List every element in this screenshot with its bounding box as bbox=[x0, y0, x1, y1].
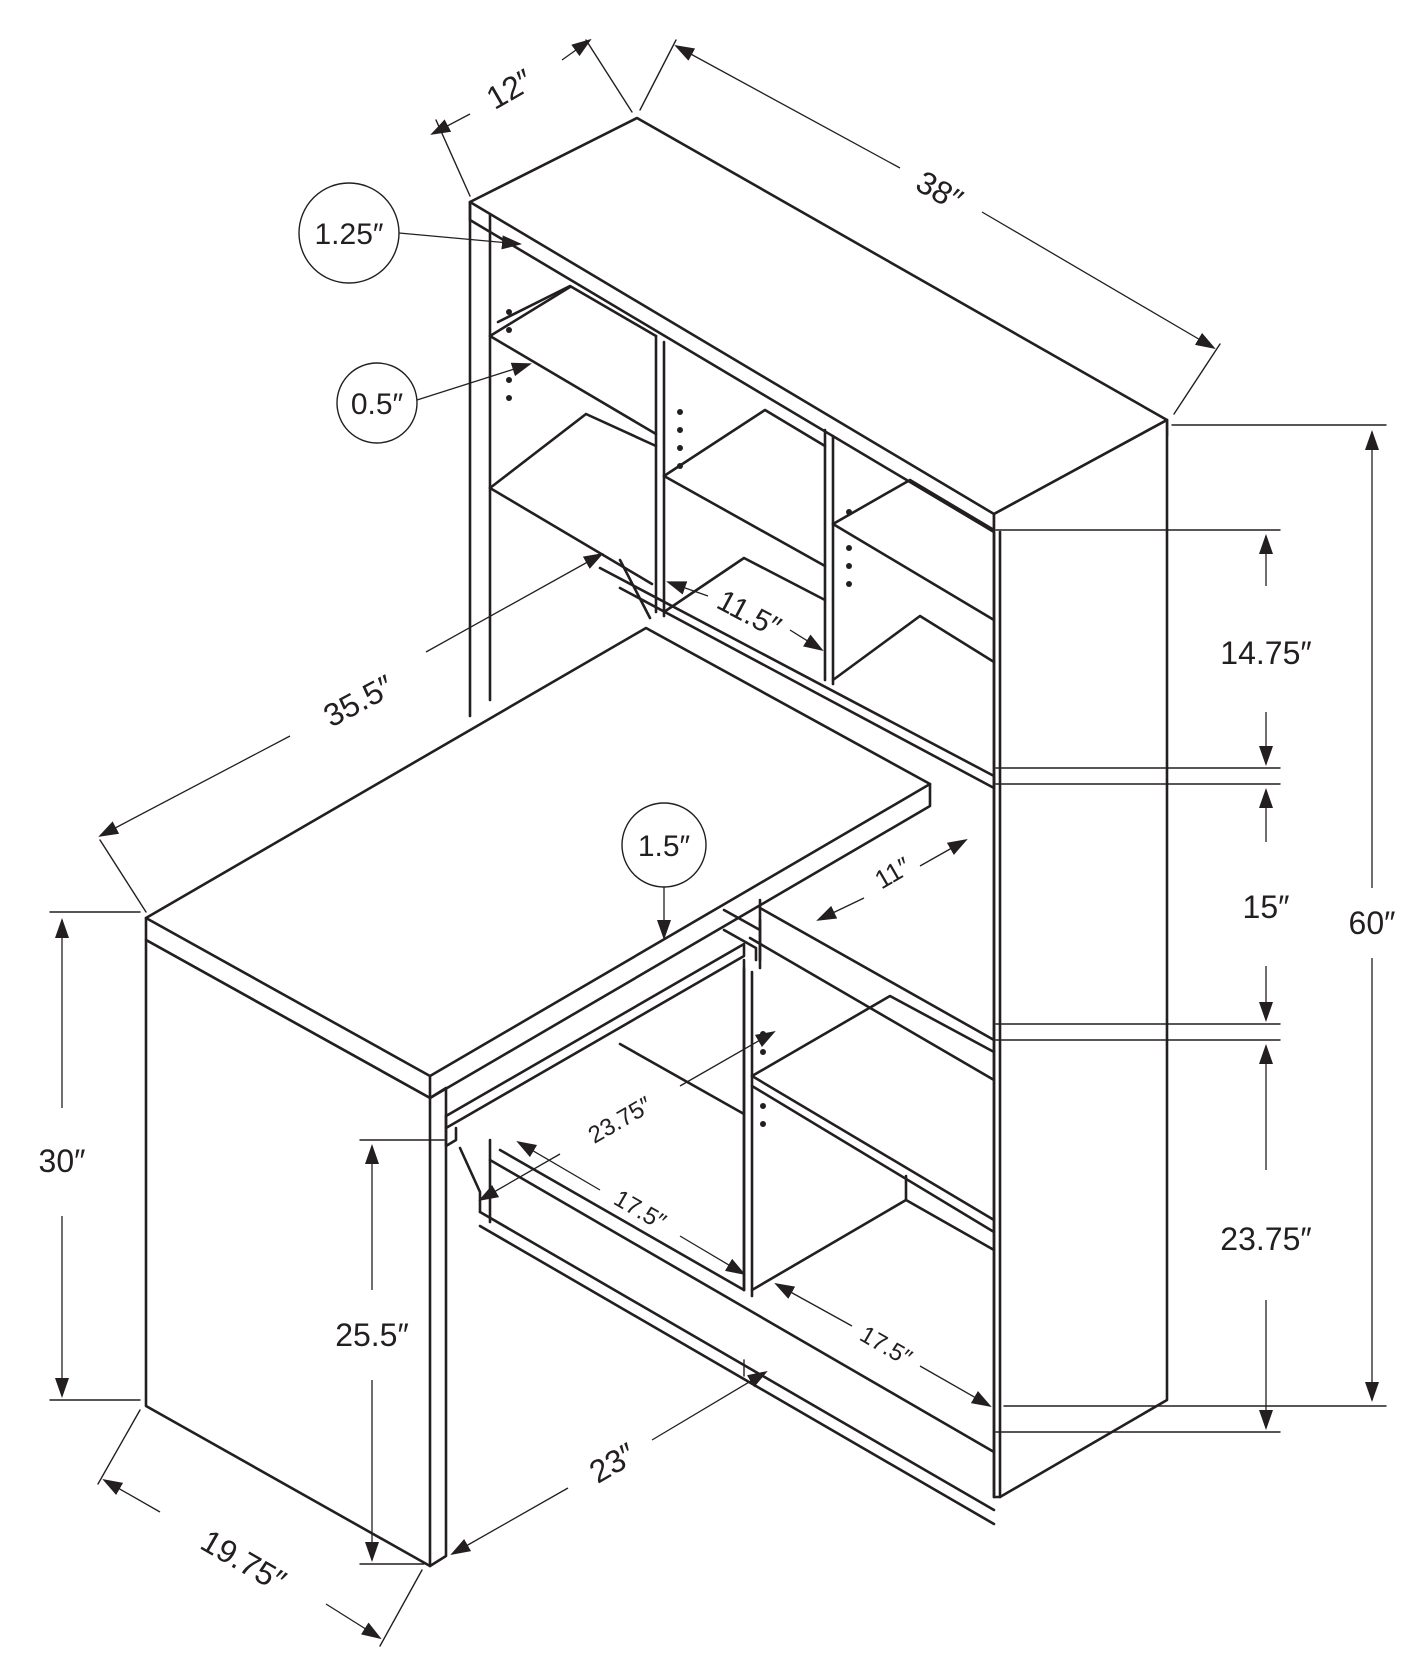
upper-shelf-mid bbox=[662, 408, 827, 478]
dim-top-depth: 12″ bbox=[480, 62, 539, 117]
callout-desk-top-thickness: 1.5″ bbox=[621, 802, 707, 940]
dim-hutch-opening-width: 35.5″ bbox=[318, 668, 400, 734]
dim-desk-top-length: 23″ bbox=[583, 1436, 642, 1491]
dim-lower-shelf-height: 23.75″ bbox=[1220, 1221, 1311, 1257]
dimension-lines bbox=[49, 38, 1387, 1647]
callout-top-thickness-label: 1.25″ bbox=[314, 218, 383, 251]
dim-bottom-cubby-width-left: 17.5″ bbox=[609, 1185, 671, 1236]
upper-shelf-left bbox=[488, 412, 658, 490]
callout-desk-top-thickness-label: 1.5″ bbox=[638, 830, 691, 863]
hutch-bookcase bbox=[468, 116, 1169, 1526]
dim-desk-depth: 19.75″ bbox=[195, 1522, 292, 1599]
dim-middle-shelf-height: 15″ bbox=[1243, 889, 1290, 925]
upper-divider-1 bbox=[654, 334, 666, 618]
middle-shelf bbox=[598, 566, 996, 790]
hutch-left-side bbox=[468, 200, 492, 718]
hutch-bottom-rail bbox=[478, 1158, 996, 1526]
dim-cubby-depth: 11″ bbox=[869, 851, 915, 895]
dim-inner-depth: 23.75″ bbox=[584, 1091, 657, 1149]
upper-shelf-right bbox=[831, 478, 996, 532]
dim-bottom-cubby-width-right: 17.5″ bbox=[855, 1321, 917, 1372]
dim-top-width: 38″ bbox=[910, 164, 969, 219]
callout-shelf-thickness-label: 0.5″ bbox=[351, 388, 404, 421]
upper-divider-2 bbox=[823, 428, 835, 686]
callout-circle bbox=[336, 362, 418, 444]
dim-total-height: 60″ bbox=[1349, 905, 1396, 941]
dim-knee-height: 25.5″ bbox=[335, 1317, 409, 1353]
callout-shelf-thickness: 0.5″ bbox=[336, 362, 532, 444]
keyboard-tray bbox=[444, 942, 746, 1130]
hutch-top-panel bbox=[468, 116, 1169, 516]
dim-cubby-width: 11.5″ bbox=[712, 584, 787, 645]
desk-section bbox=[144, 626, 932, 1568]
dim-upper-shelf-height: 14.75″ bbox=[1220, 635, 1311, 671]
dim-desk-height: 30″ bbox=[39, 1143, 86, 1179]
hutch-right-side bbox=[992, 418, 1169, 1499]
callout-top-thickness: 1.25″ bbox=[298, 182, 522, 284]
